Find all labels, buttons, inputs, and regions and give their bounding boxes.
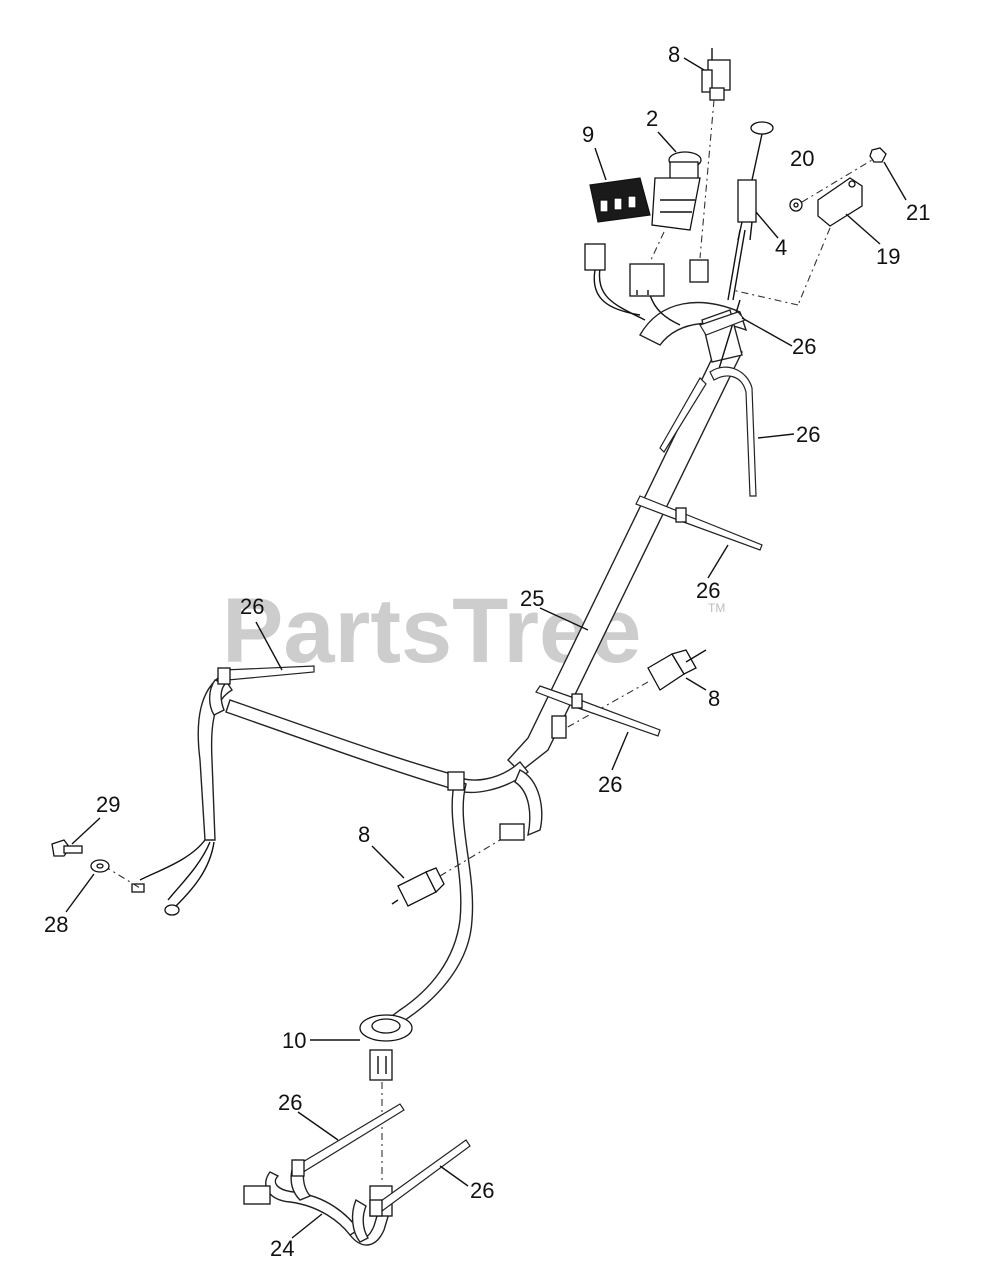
callout-26-f-text: 26 bbox=[278, 1090, 302, 1115]
washer-part-28 bbox=[90, 859, 110, 873]
callout-8-low: 8 bbox=[358, 822, 405, 879]
connector-part-8-mid bbox=[647, 649, 707, 691]
callout-21: 21 bbox=[883, 161, 930, 225]
callout-20: 20 bbox=[790, 146, 814, 171]
callout-26-e: 26 bbox=[598, 731, 629, 797]
callout-26-e-text: 26 bbox=[598, 772, 622, 797]
callout-28: 28 bbox=[44, 873, 95, 937]
callout-24: 24 bbox=[270, 1213, 323, 1261]
callout-4-text: 4 bbox=[775, 235, 787, 260]
callout-26-c-text: 26 bbox=[696, 578, 720, 603]
callout-20-text: 20 bbox=[790, 146, 814, 171]
callout-26-a-text: 26 bbox=[792, 334, 816, 359]
bolt-part-21 bbox=[869, 147, 887, 163]
ground-wires bbox=[131, 839, 215, 916]
callout-19: 19 bbox=[845, 213, 900, 269]
callout-2: 2 bbox=[646, 106, 677, 153]
inline-connector bbox=[499, 823, 525, 841]
switch-connector bbox=[629, 263, 665, 297]
cable-tie-26-c bbox=[635, 495, 763, 551]
callout-28-text: 28 bbox=[44, 912, 68, 937]
grommet-part-10 bbox=[359, 1014, 413, 1081]
callout-8-low-text: 8 bbox=[358, 822, 370, 847]
cable-tie-26-b bbox=[659, 366, 757, 497]
cable-tie-26-f bbox=[291, 1103, 405, 1177]
callout-24-text: 24 bbox=[270, 1236, 294, 1261]
bolt-part-29 bbox=[51, 839, 83, 857]
callout-4: 4 bbox=[755, 211, 787, 260]
callout-10: 10 bbox=[282, 1028, 360, 1053]
callout-9: 9 bbox=[582, 122, 607, 181]
connector-part-8-low bbox=[391, 867, 445, 907]
callout-19-text: 19 bbox=[876, 244, 900, 269]
callout-25-text: 25 bbox=[520, 586, 544, 611]
callout-2-text: 2 bbox=[646, 106, 658, 131]
callout-26-d: 26 bbox=[240, 594, 283, 671]
callout-8: 8 bbox=[668, 42, 680, 67]
cable-tie-26-e bbox=[535, 685, 661, 739]
plug-connector bbox=[584, 243, 606, 271]
relay-part-9 bbox=[589, 177, 651, 223]
callout-26-b: 26 bbox=[757, 422, 820, 447]
callout-26-a: 26 bbox=[741, 317, 816, 359]
callout-21-text: 21 bbox=[906, 200, 930, 225]
callout-26-b-text: 26 bbox=[796, 422, 820, 447]
bracket-part-19 bbox=[817, 177, 863, 227]
callout-8-mid: 8 bbox=[685, 677, 720, 711]
callout-8-mid-text: 8 bbox=[708, 686, 720, 711]
callout-10-text: 10 bbox=[282, 1028, 306, 1053]
switch-part-4 bbox=[737, 121, 774, 241]
callout-26-g-text: 26 bbox=[470, 1178, 494, 1203]
callout-25: 25 bbox=[520, 586, 589, 631]
plug-connector-2 bbox=[689, 259, 709, 283]
callout-26-c: 26 bbox=[696, 544, 729, 603]
callout-26-g: 26 bbox=[439, 1165, 494, 1203]
callout-26-f: 26 bbox=[278, 1090, 339, 1141]
cable-tie-26-g bbox=[369, 1139, 471, 1217]
callout-8-top: 8 bbox=[668, 42, 705, 71]
cable-tie-26-d bbox=[217, 665, 315, 685]
junction-grommet bbox=[447, 771, 465, 791]
watermark-tm: TM bbox=[708, 601, 725, 615]
callout-29: 29 bbox=[71, 792, 120, 845]
callout-29-text: 29 bbox=[96, 792, 120, 817]
callout-9-text: 9 bbox=[582, 122, 594, 147]
callout-26-d-text: 26 bbox=[240, 594, 264, 619]
connector-part-8-top bbox=[701, 48, 731, 101]
switch-part-2 bbox=[651, 151, 702, 231]
